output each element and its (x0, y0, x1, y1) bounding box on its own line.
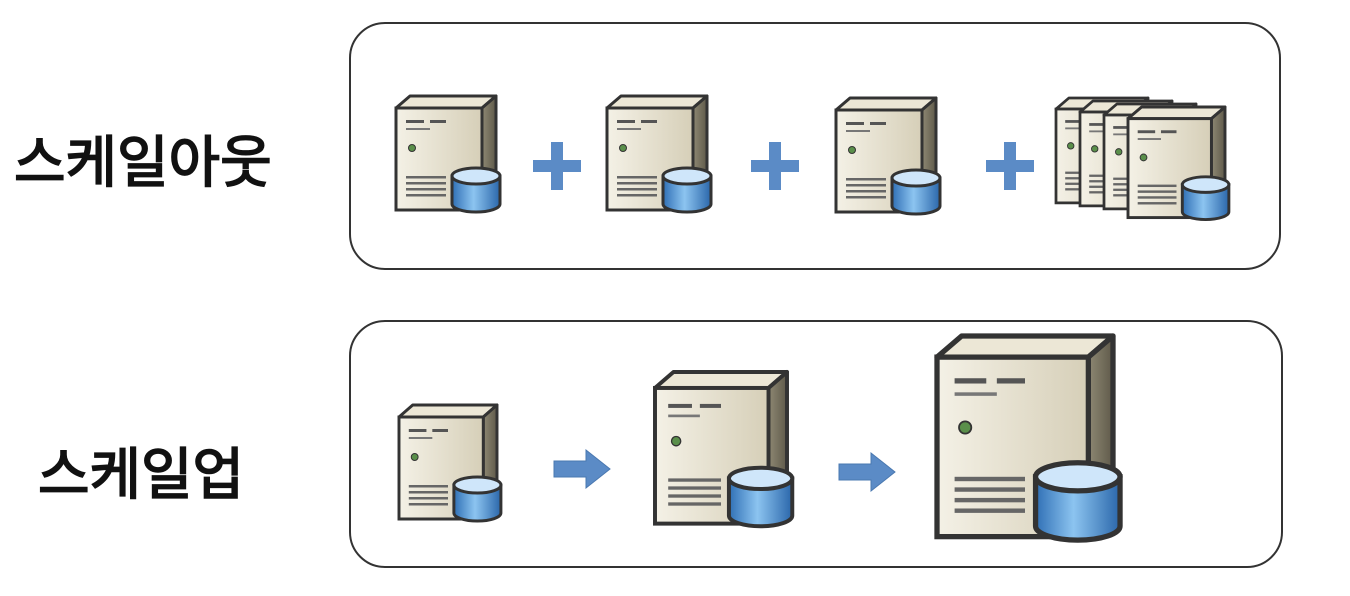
scale-out-label: 스케일아웃 (14, 131, 272, 196)
server-database-icon (653, 370, 795, 529)
right-arrow-icon (553, 449, 611, 489)
server-database-icon (834, 96, 942, 216)
server-database-icon (394, 94, 502, 214)
scale-up-label: 스케일업 (38, 443, 245, 508)
server-cluster (1054, 96, 1231, 221)
server-database-icon (605, 94, 713, 214)
server-database-icon (937, 336, 1120, 540)
scale-up-panel (349, 320, 1283, 568)
server-database-icon (1126, 105, 1231, 221)
right-arrow-icon (838, 452, 896, 492)
plus-icon (533, 142, 581, 190)
plus-icon (751, 142, 799, 190)
server-database-icon (397, 403, 503, 523)
plus-icon (986, 142, 1034, 190)
